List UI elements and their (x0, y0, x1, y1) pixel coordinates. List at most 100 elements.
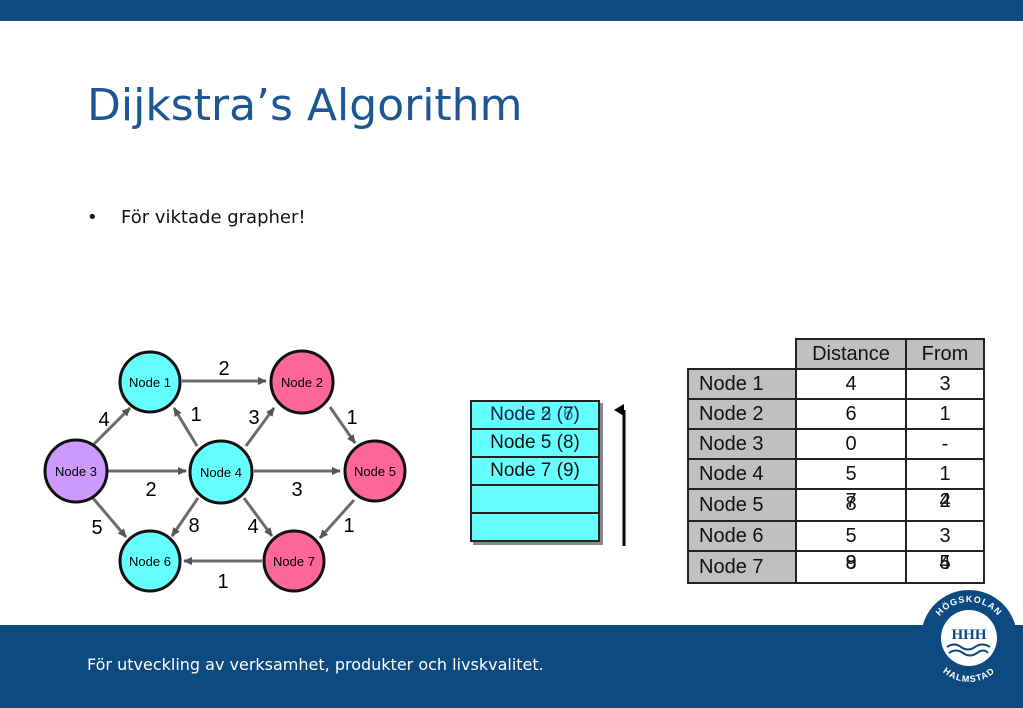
bullet-item: • För viktade grapher! (87, 207, 306, 228)
from-cell: 3 (905, 368, 985, 400)
node-5-label: Node 5 (354, 464, 396, 479)
overlapping-values: 7 8 (836, 490, 866, 515)
overlapping-values: 2 4 (930, 490, 960, 514)
from-value: 5 (939, 552, 951, 574)
node-2-label: Node 2 (281, 375, 323, 390)
overlapping-values: 5 4 (930, 552, 960, 576)
distance-cell: 6 (795, 398, 907, 430)
table-row: Node 6 5 3 (687, 520, 985, 552)
queue-slot: Node 2 (7) Node 5 (6) (470, 400, 600, 430)
distance-cell: 5 (795, 520, 907, 552)
weight-2-5: 1 (346, 407, 357, 429)
header-distance: Distance (795, 338, 907, 370)
node-2-circle (269, 349, 335, 415)
node-1-label: Node 1 (129, 375, 171, 390)
distance-cell: 7 8 (795, 488, 907, 522)
edge-weights: 2 4 1 3 1 2 3 5 8 4 1 1 (91, 358, 357, 593)
queue-entry: Node 2 (7) (490, 404, 580, 425)
node-7-label: Node 7 (273, 554, 315, 569)
weight-4-6: 8 (188, 515, 199, 537)
row-label: Node 4 (687, 458, 797, 490)
distance-value-overlay: 9 (845, 552, 857, 574)
weight-3-6: 5 (91, 517, 102, 539)
edge-5-7 (318, 498, 356, 540)
edge-3-6 (90, 496, 128, 538)
queue-slot (470, 514, 600, 542)
table-row: Node 1 4 3 (687, 368, 985, 400)
table-row: Node 2 6 1 (687, 398, 985, 430)
node-7-circle (262, 529, 326, 593)
weight-4-5: 3 (291, 479, 302, 501)
node-2: Node 2 (269, 349, 335, 415)
node-6-circle (118, 529, 182, 593)
distance-value-overlay: 8 (845, 493, 857, 515)
bullet-text: För viktade grapher! (121, 207, 306, 228)
queue-slot: Node 5 (8) (470, 430, 600, 458)
weight-3-4: 2 (145, 479, 156, 501)
node-6-label: Node 6 (129, 554, 171, 569)
from-cell: - (905, 428, 985, 460)
table-row: Node 7 8 9 5 4 (687, 550, 985, 584)
node-4-circle (188, 439, 254, 505)
weight-4-1: 1 (190, 404, 201, 426)
edge-4-6 (170, 497, 200, 537)
weight-4-2: 3 (248, 407, 259, 429)
table-row: Node 3 0 - (687, 428, 985, 460)
node-4: Node 4 (188, 439, 254, 505)
node-4-label: Node 4 (200, 465, 242, 480)
row-label: Node 1 (687, 368, 797, 400)
distance-cell: 4 (795, 368, 907, 400)
from-value-overlay: 4 (939, 490, 951, 512)
distance-value: 8 (845, 552, 857, 574)
distance-value: 7 (845, 490, 857, 512)
queue-entry: Node 5 (8) (490, 432, 580, 453)
row-label: Node 3 (687, 428, 797, 460)
distance-table: Distance From Node 1 4 3 Node 2 6 1 Node… (687, 338, 985, 584)
from-cell: 1 (905, 458, 985, 490)
distance-cell: 0 (795, 428, 907, 460)
edge-2-5 (328, 406, 357, 444)
node-3-circle (43, 438, 109, 504)
node-7: Node 7 (262, 529, 326, 593)
top-banner (0, 0, 1023, 21)
logo-letters: HHH (951, 627, 986, 643)
row-label: Node 5 (687, 488, 797, 522)
bullet-marker: • (87, 207, 98, 228)
from-cell: 5 4 (905, 550, 985, 584)
weight-3-1: 4 (98, 409, 109, 431)
from-value-overlay: 4 (939, 552, 951, 574)
edge-4-2 (244, 407, 276, 447)
graph-nodes: Node 1 Node 2 Node 3 Node 4 Node 5 Node … (43, 349, 407, 593)
from-cell: 3 (905, 520, 985, 552)
row-label: Node 6 (687, 520, 797, 552)
footer-slogan: För utveckling av verksamhet, produkter … (87, 655, 544, 674)
node-6: Node 6 (118, 529, 182, 593)
row-label: Node 7 (687, 550, 797, 584)
header-from: From (905, 338, 985, 370)
weight-1-2: 2 (218, 358, 229, 380)
queue-entry: Node 7 (9) (490, 460, 580, 481)
table-header-row: Distance From (688, 338, 985, 370)
queue-entry-overlay: Node 5 (6) (490, 404, 580, 425)
slide-title: Dijkstra’s Algorithm (87, 80, 523, 131)
weight-5-7: 1 (343, 515, 354, 537)
from-value: 2 (939, 490, 951, 512)
from-cell: 2 4 (905, 488, 985, 522)
from-cell: 1 (905, 398, 985, 430)
queue-slot: Node 7 (9) (470, 458, 600, 486)
footer-banner: För utveckling av verksamhet, produkter … (0, 625, 1023, 708)
node-3-label: Node 3 (55, 464, 97, 479)
distance-cell: 8 9 (795, 550, 907, 584)
table-row: Node 4 5 1 (687, 458, 985, 490)
edge-3-1 (90, 406, 132, 448)
node-1-circle (118, 350, 182, 414)
node-1: Node 1 (118, 350, 182, 414)
edge-4-1 (172, 407, 199, 447)
node-3: Node 3 (43, 438, 109, 504)
priority-queue: Node 2 (7) Node 5 (6) Node 5 (8) Node 7 … (470, 400, 600, 542)
table-row: Node 5 7 8 2 4 (687, 488, 985, 522)
node-5: Node 5 (343, 439, 407, 503)
weight-4-7: 4 (247, 516, 258, 538)
weight-7-6: 1 (217, 571, 228, 593)
